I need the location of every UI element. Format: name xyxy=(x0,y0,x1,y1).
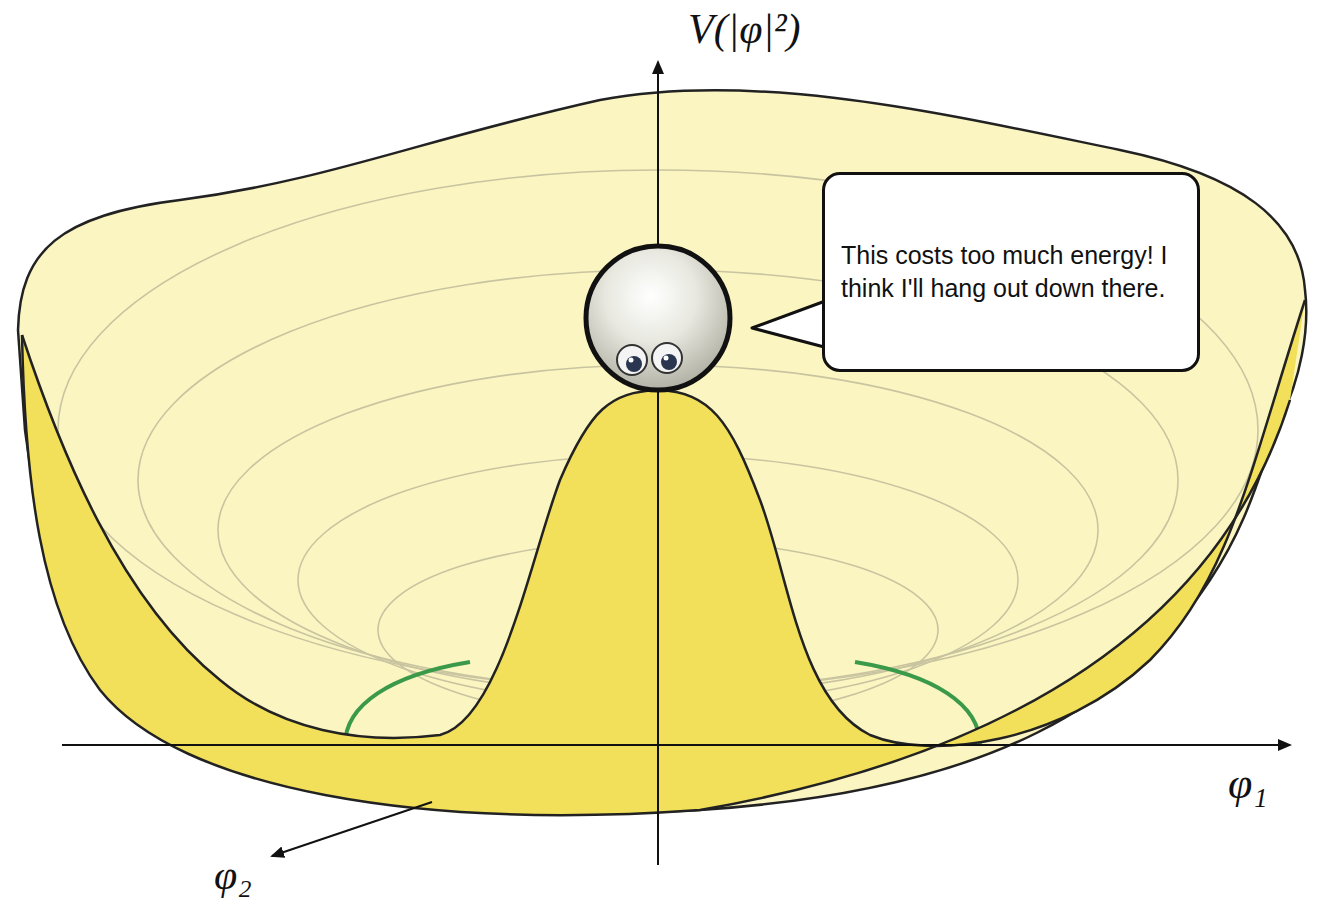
axis-label: φ₂ xyxy=(214,852,252,898)
axis-label: φ₁ xyxy=(1228,760,1268,808)
axis-label: V(|φ|²) xyxy=(688,6,801,52)
speech-bubble: This costs too much energy! I think I'll… xyxy=(822,172,1200,372)
speech-text: This costs too much energy! I think I'll… xyxy=(841,239,1181,305)
